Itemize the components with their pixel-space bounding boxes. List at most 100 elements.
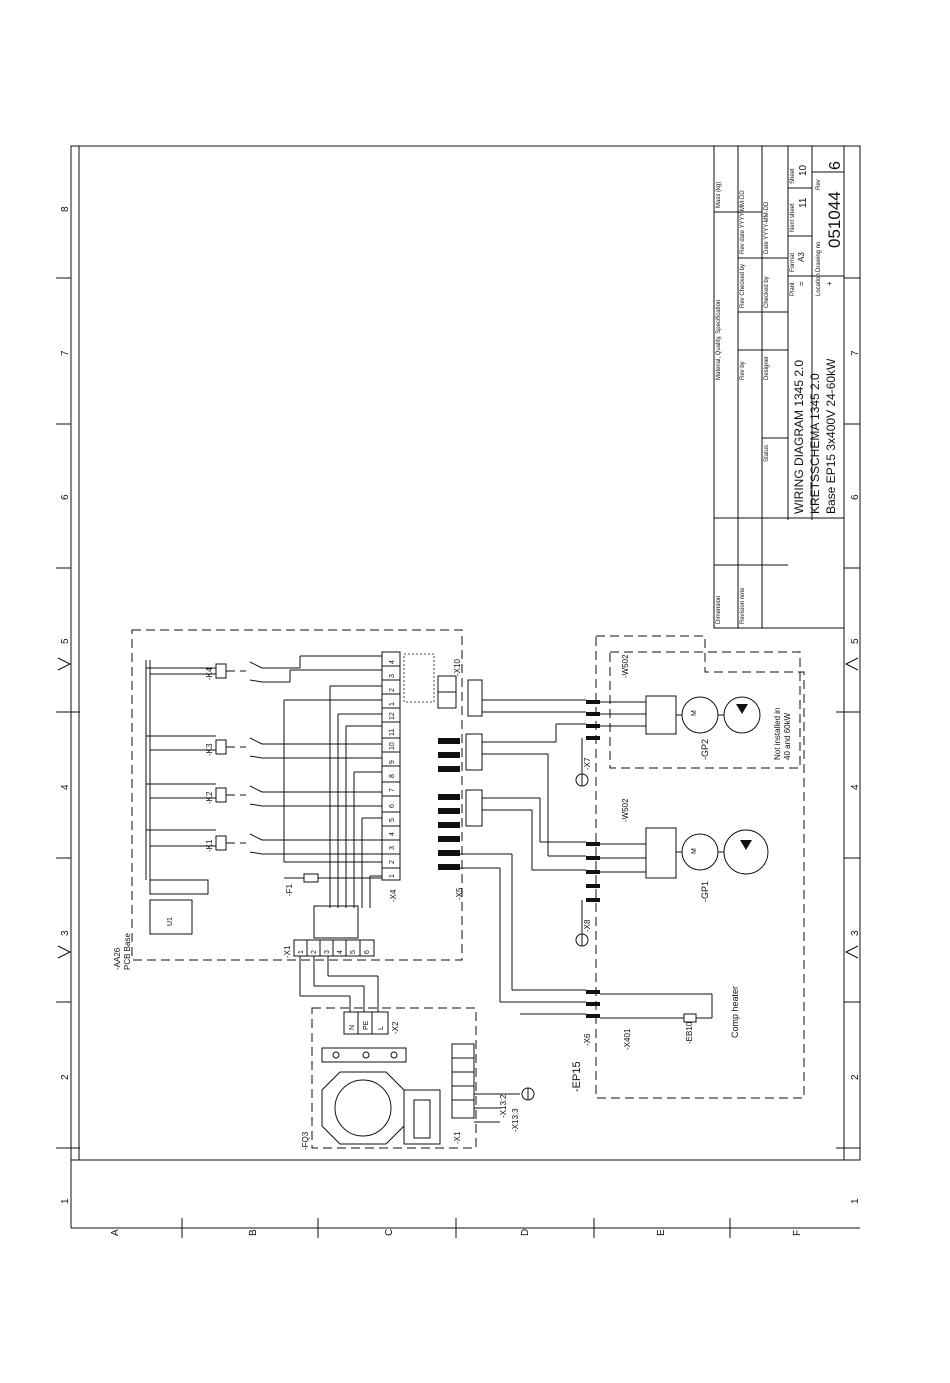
w502-a-label: -W502: [621, 654, 630, 678]
relay-k1: -K1: [205, 833, 263, 855]
x4-term-6: 6: [389, 804, 396, 808]
row-letter-a: A: [110, 1229, 121, 1236]
material-label: Material, Quality, Specification: [716, 300, 722, 380]
col-num-6-left: 6: [60, 494, 71, 500]
plant-value: =: [797, 281, 806, 286]
x6-label: -X6: [583, 1033, 592, 1046]
x4-term-7: 7: [389, 788, 396, 792]
x4-label: -X4: [389, 889, 398, 902]
x1b-label: -X1: [453, 1131, 462, 1144]
x1-term-3: 3: [324, 950, 331, 954]
relay-k3: -K3: [205, 737, 263, 759]
eb10-label: -EB10: [685, 1021, 694, 1044]
col-num-1-left: 1: [60, 1198, 71, 1204]
next-sheet-label: Next sheet: [790, 203, 796, 232]
column-numbers-left: 1 2 3 4 5 6 7 8: [60, 206, 71, 1204]
x10-label: -X10: [453, 659, 462, 676]
x5-connector-blocks: -X5: [438, 738, 464, 900]
location-label: Location: [816, 273, 822, 296]
u1-label: U1: [167, 917, 174, 926]
rev-date-label: Rev date YYYY-MM-DD: [740, 190, 746, 254]
col-num-3-left: 3: [60, 930, 71, 936]
aa26-label: -AA26: [113, 947, 122, 970]
x5-label: -X5: [455, 887, 464, 900]
col-num-7-left: 7: [60, 350, 71, 356]
x1-term-4: 4: [337, 950, 344, 954]
drawing-no-value: 051044: [825, 191, 844, 248]
w502-b-label: -W502: [621, 798, 630, 822]
rev-checked-label: Rev Checked by: [740, 264, 746, 308]
row-letter-b: B: [248, 1229, 259, 1236]
x1-to-x2-wiring: [299, 956, 379, 1012]
plant-label: Plant: [790, 282, 796, 296]
title-english: WIRING DIAGRAM 1345 2.0: [792, 360, 806, 514]
rev-value: 6: [827, 161, 844, 170]
col-num-4-left: 4: [60, 784, 71, 790]
drawing-no-label: Drawing no: [816, 241, 822, 272]
x1-term-2: 2: [311, 950, 318, 954]
power-supply-u1: U1: [149, 879, 209, 935]
next-sheet-value: 11: [798, 197, 809, 208]
sheet-label: Sheet: [790, 168, 796, 184]
relay-bus-wiring: [145, 655, 382, 908]
x4-terminal-strip: 1 2 3 4 5 6 7 8 9 10 11 12 1 2 3 4 -X4: [381, 651, 401, 902]
col-num-4-right: 4: [850, 784, 861, 790]
row-letter-e: E: [656, 1229, 667, 1236]
x8-label: -X8: [583, 919, 592, 932]
fuse-f1: -F1: [284, 873, 382, 896]
x4-term-11: 11: [389, 729, 396, 736]
row-letter-f: F: [792, 1230, 803, 1236]
x1-term-5: 5: [350, 950, 357, 954]
x4-term-4: 4: [389, 832, 396, 836]
row-letters: A B C D E F: [110, 1229, 803, 1236]
x2-label: -X2: [391, 1021, 400, 1034]
gp1-label: -GP1: [700, 881, 710, 902]
x2-term-n: N: [349, 1025, 356, 1030]
x4-term-14: 2: [389, 688, 396, 692]
x1-label: -X1: [283, 945, 292, 958]
x4-term-3: 3: [389, 846, 396, 850]
x1-terminal-strip: 1 2 3 4 5 6 -X1: [283, 905, 375, 958]
pcb-label: PCB Base: [123, 933, 132, 970]
connector-x7: -X7: [583, 700, 600, 770]
not-installed-line2: 40 and 60kW: [783, 712, 792, 760]
comp-heater-eb10: -EB10 Comp heater -X401: [600, 986, 740, 1050]
col-num-5-right: 5: [850, 638, 861, 644]
x4-term-8: 8: [389, 774, 396, 778]
date-label: Date YYYY-MM-DD: [764, 201, 770, 254]
col-num-8-left: 8: [60, 206, 71, 212]
fq3-label: -FQ3: [301, 1131, 310, 1150]
x1-term-1: 1: [298, 950, 305, 954]
x10-connector: -X10: [403, 653, 462, 709]
rev-by-label: Rev by: [740, 361, 746, 380]
dimension-label: Dimension: [716, 596, 722, 624]
pcb-base-aa26: -AA26 PCB Base 1 2 3 4 5 6 7: [113, 629, 464, 970]
x7-label: -X7: [583, 757, 592, 770]
col-num-2-right: 2: [850, 1074, 861, 1080]
col-num-6-right: 6: [850, 494, 861, 500]
title-base: Base EP15 3x400V 24-60kW: [824, 358, 838, 514]
motor-protection-fq3: N PE L -X2 -FQ3 -X1 -X13:2 -X13:3: [301, 1007, 535, 1150]
x4-term-15: 3: [389, 674, 396, 678]
format-label: Format: [790, 253, 796, 272]
row-letter-d: D: [520, 1229, 531, 1236]
col-num-2-left: 2: [60, 1074, 71, 1080]
pump-gp1: M -GP1 -W502: [621, 798, 769, 902]
main-wiring: [460, 679, 724, 1015]
x4-term-5: 5: [389, 818, 396, 822]
x4-term-12: 12: [389, 712, 396, 720]
checked-label: Checked by: [764, 276, 770, 308]
ep15-module: -EP15 M -GP2 Not installed in 40 and 60k…: [571, 635, 805, 1099]
x4-term-9: 9: [389, 760, 396, 764]
f1-label: -F1: [285, 883, 294, 896]
relay-k2: -K2: [205, 785, 263, 807]
row-letter-c: C: [384, 1229, 395, 1236]
x401-label: -X401: [623, 1028, 632, 1050]
x2-term-pe: PE: [363, 1020, 370, 1030]
x1-term-6: 6: [364, 950, 371, 954]
title-swedish: KRETSSCHEMA 1345 2.0: [808, 373, 822, 514]
not-installed-line1: Not installed in: [773, 708, 782, 760]
x4-term-13: 1: [389, 702, 396, 706]
